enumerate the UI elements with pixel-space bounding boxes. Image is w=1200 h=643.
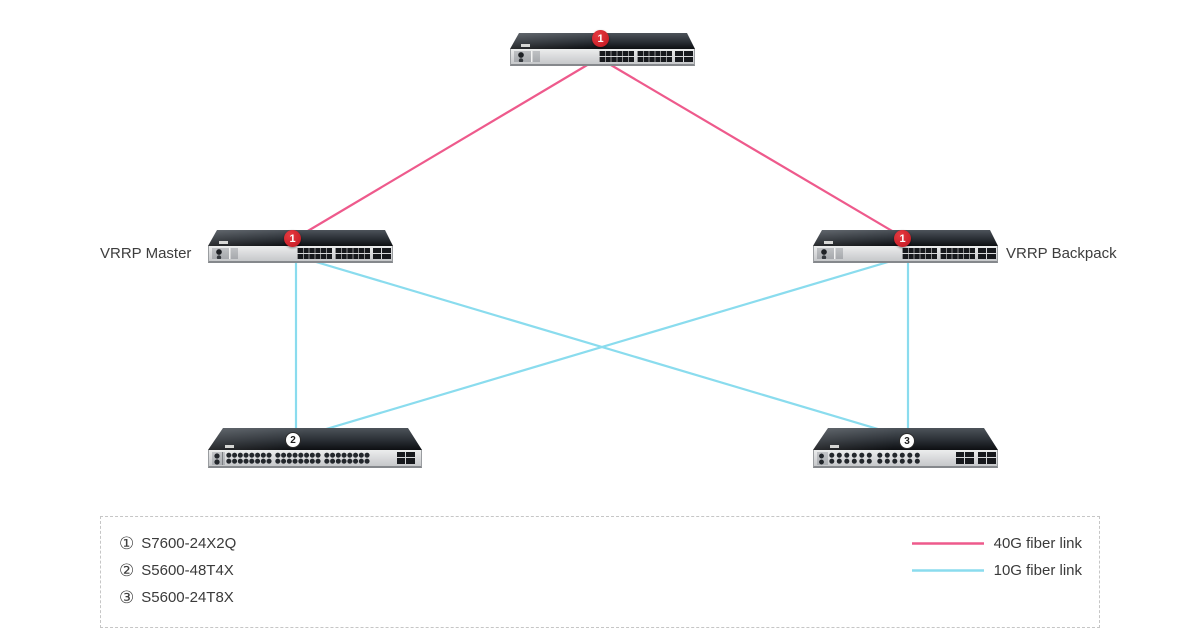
switch-front-panel	[813, 246, 998, 263]
management-module	[817, 248, 843, 259]
brand-sticker	[824, 241, 833, 244]
brand-sticker	[225, 445, 234, 448]
node-badge: 2	[285, 432, 301, 448]
sfp-port-group	[902, 248, 937, 259]
rj45-port-group	[829, 452, 874, 464]
legend-swatch-10g-line	[911, 569, 984, 572]
legend-device-list: ① S7600-24X2Q ② S5600-48T4X ③ S5600-24T8…	[119, 530, 236, 611]
legend-box: ① S7600-24X2Q ② S5600-48T4X ③ S5600-24T8…	[100, 516, 1100, 628]
switch-access-s5600-24: 3	[813, 428, 998, 470]
link-10g-backup-to-sw2	[295, 254, 909, 440]
brand-sticker	[830, 445, 839, 448]
switch-core-s7600: 1	[510, 30, 695, 68]
management-module	[514, 51, 540, 62]
legend-device-row: ② S5600-48T4X	[119, 557, 236, 584]
qsfp-port-group	[978, 248, 996, 259]
legend-device-marker: ①	[119, 534, 135, 553]
sfp-port-group	[297, 248, 332, 259]
qsfp-port-group	[373, 248, 391, 259]
rj45-port-group	[275, 452, 321, 464]
switch-front-panel	[208, 246, 393, 263]
sfp-port-group	[637, 51, 672, 62]
legend-device-row: ③ S5600-24T8X	[119, 584, 236, 611]
switch-vrrp-master-s7600: 1	[208, 230, 393, 265]
legend-link-40g: 40G fiber link	[911, 530, 1082, 557]
legend-swatch-40g-line	[911, 542, 984, 545]
legend-device-marker: ②	[119, 561, 135, 580]
link-40g-core-to-backup	[598, 57, 905, 239]
label-vrrp-backup: VRRP Backpack	[1006, 245, 1117, 262]
node-badge: 1	[284, 230, 301, 247]
switch-front-panel	[813, 450, 998, 468]
sfp-uplink-group	[956, 452, 974, 464]
legend-link-label-40g: 40G fiber link	[993, 535, 1082, 552]
switch-top-panel	[208, 428, 422, 450]
legend-device-label: S5600-48T4X	[141, 562, 234, 579]
legend-device-label: S7600-24X2Q	[141, 535, 237, 552]
rj45-port-group	[226, 452, 272, 464]
node-badge: 1	[592, 30, 609, 47]
sfp-port-group	[599, 51, 634, 62]
sfp-uplink-group	[978, 452, 996, 464]
switch-vrrp-backup-s7600: 1	[813, 230, 998, 265]
legend-device-marker: ③	[119, 588, 135, 607]
link-40g-core-to-master	[295, 57, 600, 239]
node-badge: 3	[899, 433, 915, 449]
rj45-port-group	[324, 452, 370, 464]
legend-link-10g: 10G fiber link	[911, 557, 1082, 584]
sfp-uplink-group	[397, 452, 415, 464]
node-badge: 1	[894, 230, 911, 247]
legend-link-label-10g: 10G fiber link	[993, 562, 1082, 579]
qsfp-port-group	[675, 51, 693, 62]
sfp-port-group	[335, 248, 370, 259]
switch-front-panel	[510, 49, 695, 66]
legend-device-row: ① S7600-24X2Q	[119, 530, 236, 557]
management-module	[212, 452, 225, 465]
brand-sticker	[521, 44, 530, 47]
sfp-port-group	[940, 248, 975, 259]
switch-front-panel	[208, 450, 422, 468]
brand-sticker	[219, 241, 228, 244]
rj45-port-group	[877, 452, 922, 464]
switch-access-s5600-48: 2	[208, 428, 422, 470]
label-vrrp-master: VRRP Master	[100, 245, 192, 262]
legend-device-label: S5600-24T8X	[141, 589, 234, 606]
management-module	[817, 452, 828, 465]
management-module	[212, 248, 238, 259]
